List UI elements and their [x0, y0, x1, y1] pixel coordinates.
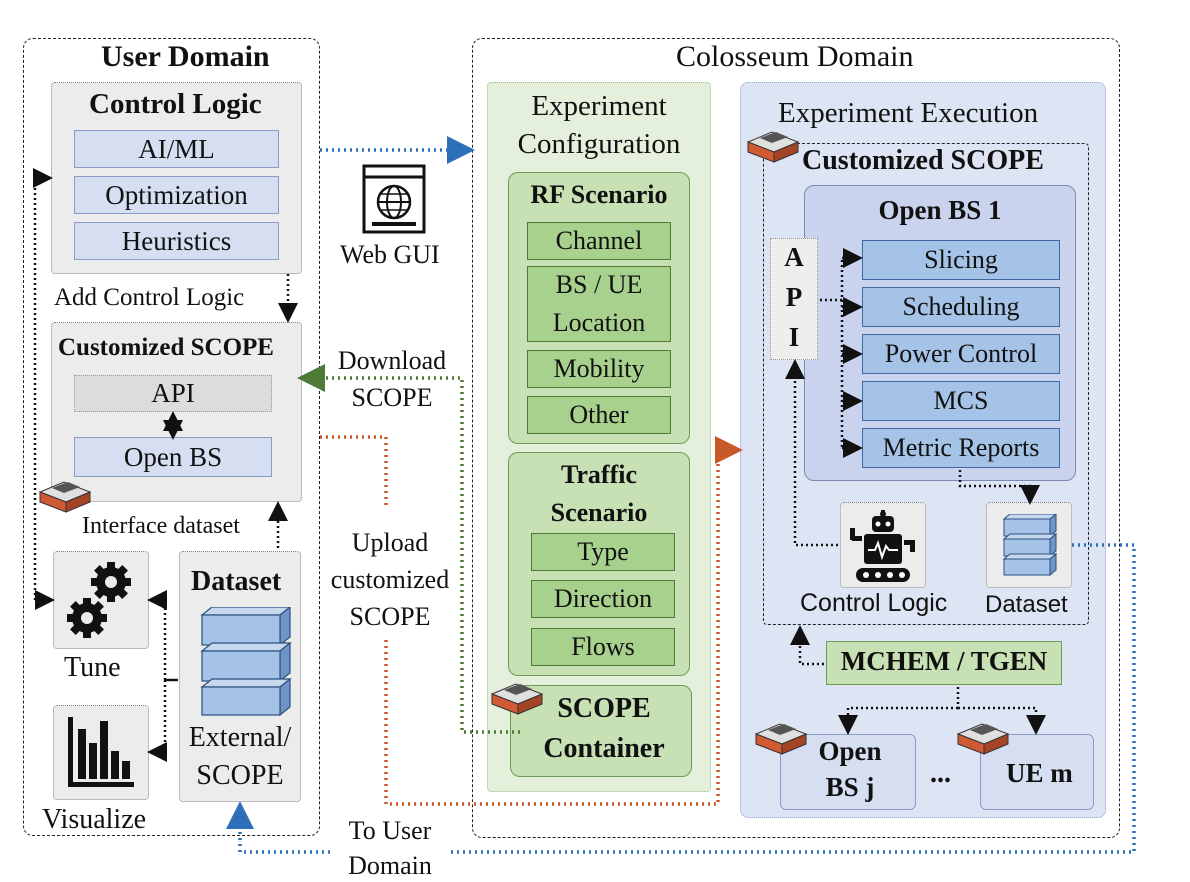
ue-m-label: UE m — [1006, 758, 1073, 788]
download-scope-arrow — [297, 364, 520, 734]
type-box: Type — [531, 533, 675, 571]
dataset-visualize-arrow — [147, 680, 167, 762]
globe-window-icon — [362, 164, 426, 234]
scope-logo-icon — [38, 478, 92, 518]
metric-reports-dataset-arrow — [958, 470, 1040, 505]
experiment-configuration-title-line2: Configuration — [517, 128, 681, 160]
open-bs-1-title: Open BS 1 — [878, 195, 1002, 225]
bar-chart-icon — [66, 715, 136, 789]
api-box: API — [74, 375, 272, 412]
upload-line3: SCOPE — [349, 602, 431, 631]
open-bs-box: Open BS — [74, 437, 272, 477]
control-logic-title: Control Logic — [89, 88, 262, 120]
api-vertical-box — [770, 238, 818, 360]
gears-icon — [63, 560, 139, 644]
heuristics-box: Heuristics — [74, 222, 279, 260]
control-logic-api-arrow — [785, 359, 838, 547]
download-scope-line2: SCOPE — [351, 383, 433, 412]
customized-scope-title: Customized SCOPE — [58, 334, 274, 361]
mchem-tgen-label: MCHEM / TGEN — [840, 646, 1048, 676]
scheduling-box: Scheduling — [862, 287, 1060, 327]
scope-container-line2: Container — [543, 733, 665, 764]
slicing-box: Slicing — [862, 240, 1060, 280]
other-box: Other — [527, 396, 671, 434]
colosseum-domain — [472, 38, 1120, 838]
dataset-title: Dataset — [191, 566, 282, 597]
open-bs-j-box — [780, 734, 916, 810]
tune-label: Tune — [64, 652, 121, 683]
mchem-tgen-box — [826, 641, 1062, 685]
bs-ue-location-line1: BS / UE — [555, 270, 643, 299]
channel-box: Channel — [527, 222, 671, 260]
interface-dataset-label: Interface dataset — [82, 513, 240, 539]
metric-reports-box: Metric Reports — [862, 428, 1060, 468]
optimization-box: Optimization — [74, 176, 279, 214]
mchem-to-bs-arrow — [838, 706, 958, 735]
direction-box: Direction — [531, 580, 675, 618]
exec-dataset-stack-icon — [1002, 512, 1058, 577]
dataset-tune-arrow — [147, 590, 167, 680]
scope-container-line1: SCOPE — [557, 693, 651, 724]
customized-scope-exec-logo-icon — [746, 128, 800, 168]
upload-line1: Upload — [351, 528, 429, 557]
mchem-scope-arrow — [790, 625, 824, 666]
bs-ue-location-line2: Location — [552, 308, 646, 337]
customized-scope-exec-panel — [763, 143, 1089, 625]
to-user-domain-line1: To User — [348, 816, 432, 845]
open-bs-j-logo-icon — [754, 720, 808, 760]
api-letter-i: I — [788, 322, 800, 352]
user-domain — [23, 38, 320, 836]
bs-ue-location-box: BS / UE Location — [527, 266, 671, 342]
api-letter-p: P — [785, 282, 803, 312]
api-functions-trunk — [820, 258, 844, 302]
mchem-to-ue-arrow — [958, 706, 1046, 735]
traffic-scenario-title-line1: Traffic — [560, 460, 638, 489]
experiment-configuration-title-line1: Experiment — [531, 90, 667, 122]
ellipsis-label: ... — [930, 758, 951, 789]
colosseum-domain-title: Colosseum Domain — [676, 40, 914, 73]
to-user-domain-line2: Domain — [348, 851, 432, 880]
power-control-box: Power Control — [862, 334, 1060, 374]
tune-feedback-arrow — [33, 168, 53, 600]
traffic-scenario-title-line2: Scenario — [550, 498, 648, 527]
api-letter-a: A — [784, 242, 804, 272]
exec-control-logic-label: Control Logic — [800, 589, 948, 617]
exec-dataset-label: Dataset — [985, 591, 1068, 618]
mobility-box: Mobility — [527, 350, 671, 388]
web-gui-label: Web GUI — [340, 240, 440, 269]
visualize-label: Visualize — [42, 804, 147, 835]
flows-box: Flows — [531, 628, 675, 666]
experiment-execution-title: Experiment Execution — [778, 97, 1039, 129]
dataset-caption-line2: SCOPE — [196, 760, 284, 791]
dataset-caption-line1: External/ — [188, 722, 292, 753]
to-user-domain-arrow-left — [226, 801, 330, 854]
upload-line2: customized — [330, 565, 450, 594]
mcs-box: MCS — [862, 381, 1060, 421]
customized-scope-exec-title: Customized SCOPE — [802, 145, 1044, 176]
upload-scope-arrow-lower — [384, 436, 743, 806]
dataset-stack-icon — [200, 605, 292, 717]
upload-scope-arrow — [320, 435, 388, 508]
robot-icon — [848, 510, 918, 584]
user-domain-title: User Domain — [101, 40, 270, 73]
to-user-domain-arrow — [448, 543, 1136, 854]
scope-container-logo-icon — [490, 680, 544, 720]
ue-m-logo-icon — [956, 720, 1010, 760]
rf-scenario-title: RF Scenario — [530, 180, 668, 209]
ai-ml-box: AI/ML — [74, 130, 279, 168]
open-bs-j-line2: BS j — [825, 772, 875, 802]
download-scope-line1: Download — [337, 346, 447, 375]
open-bs-j-line1: Open — [818, 736, 882, 766]
add-control-logic-label: Add Control Logic — [54, 284, 245, 311]
